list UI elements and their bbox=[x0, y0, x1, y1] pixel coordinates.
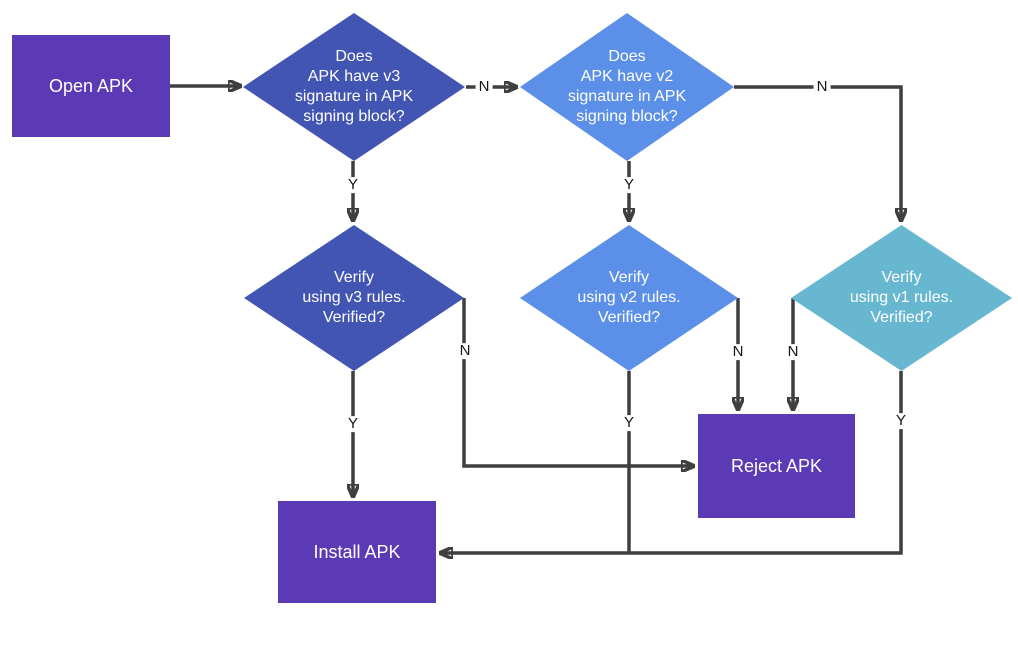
node-verify-v1-label: Verify using v1 rules. Verified? bbox=[849, 269, 954, 326]
node-reject-apk-label: Reject APK bbox=[730, 455, 823, 476]
edge-label-verify-v1-yes: Y bbox=[892, 413, 910, 429]
edge-label-verify-v2-no: N bbox=[729, 344, 747, 360]
node-reject-apk: Reject APK bbox=[698, 414, 855, 518]
edge-label-verify-v3-yes: Y bbox=[344, 416, 362, 432]
node-check-v3-label: Does APK have v3 signature in APK signin… bbox=[294, 48, 414, 125]
edge-check-v2-no-to-verify-v1 bbox=[734, 85, 901, 220]
edge-label-verify-v2-yes: Y bbox=[620, 415, 638, 431]
edge-label-check-v3-no: N bbox=[475, 79, 493, 95]
edge-label-verify-v1-no: N bbox=[784, 344, 802, 360]
edge-label-check-v2-yes: Y bbox=[620, 177, 638, 193]
node-open-apk-label: Open APK bbox=[48, 75, 134, 96]
node-verify-v2-label: Verify using v2 rules. Verified? bbox=[577, 269, 681, 326]
node-check-v2-label: Does APK have v2 signature in APK signin… bbox=[567, 48, 687, 125]
node-open-apk: Open APK bbox=[12, 35, 170, 137]
edge-label-check-v3-yes: Y bbox=[344, 177, 362, 193]
node-install-apk: Install APK bbox=[278, 501, 436, 603]
edge-label-verify-v3-no: N bbox=[456, 343, 474, 359]
edge-label-check-v2-no: N bbox=[813, 79, 831, 95]
edge-verify-v1-yes-to-install-apk bbox=[441, 371, 903, 553]
node-verify-v3-label: Verify using v3 rules. Verified? bbox=[302, 269, 406, 326]
node-install-apk-label: Install APK bbox=[313, 541, 401, 562]
